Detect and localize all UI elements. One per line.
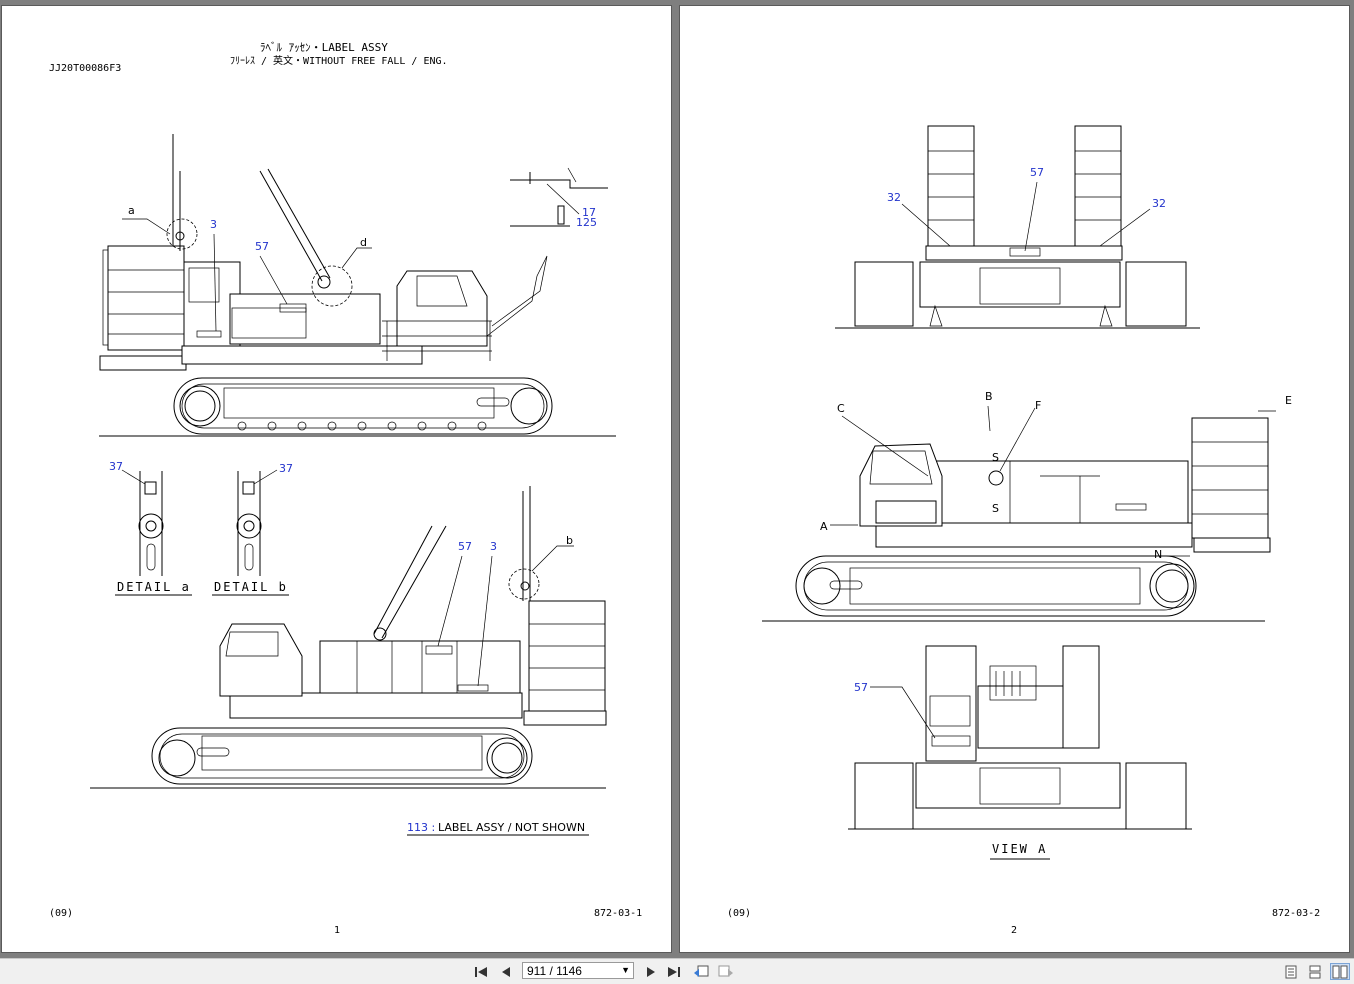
svg-text:32: 32: [887, 191, 901, 204]
svg-text:b: b: [566, 534, 573, 547]
page-indicator: 911 / 1146: [527, 963, 582, 978]
svg-text:C: C: [837, 402, 845, 415]
svg-text:57: 57: [854, 681, 868, 694]
revision-2: (09): [727, 908, 752, 919]
prev-page-icon[interactable]: [497, 963, 515, 980]
svg-text:57: 57: [255, 240, 269, 253]
title-line-2: ﾌﾘｰﾚｽ / 英文・WITHOUT FREE FALL / ENG.: [230, 56, 448, 67]
drawing-code: JJ20T00086F3: [49, 63, 122, 74]
svg-text:F: F: [1035, 399, 1041, 412]
svg-text:57: 57: [1030, 166, 1044, 179]
svg-text:A: A: [820, 520, 828, 533]
svg-text:37: 37: [279, 462, 293, 475]
page-number-2: 2: [1011, 925, 1018, 936]
next-page-icon[interactable]: [642, 963, 660, 980]
continuous-view-icon[interactable]: [1306, 963, 1324, 980]
svg-text:32: 32: [1152, 197, 1166, 210]
svg-text:E: E: [1285, 394, 1292, 407]
page-code-2: 872-03-2: [1272, 908, 1321, 919]
first-page-icon[interactable]: [472, 963, 490, 980]
page-code-1: 872-03-1: [594, 908, 643, 919]
svg-text:S: S: [992, 502, 999, 515]
svg-text:N: N: [1154, 548, 1162, 561]
svg-text:B: B: [985, 390, 993, 403]
back-view-icon[interactable]: [692, 963, 710, 980]
svg-text:3: 3: [490, 540, 497, 553]
svg-text:d: d: [360, 236, 367, 249]
document-page-2: 32 57 32 57 C B F E A N S S VIEW A (09) …: [679, 5, 1350, 953]
svg-text:57: 57: [458, 540, 472, 553]
note-number: 113 :: [407, 821, 436, 834]
page-number-1: 1: [334, 925, 341, 936]
document-page-1: ﾗﾍﾞﾙ ｱｯｾﾝ・LABEL ASSY ﾌﾘｰﾚｽ / 英文・WITHOUT …: [1, 5, 672, 953]
revision-1: (09): [49, 908, 74, 919]
crane-views-drawing-2: 32 57 32 57 C B F E A N S S: [762, 125, 1292, 860]
svg-text:17: 17: [582, 206, 596, 219]
title-line-1: ﾗﾍﾞﾙ ｱｯｾﾝ・LABEL ASSY: [260, 41, 388, 54]
two-page-view-icon[interactable]: [1330, 963, 1350, 980]
svg-text:a: a: [128, 204, 135, 217]
crane-side-drawing-1: 3 57 17 125 37 37 57 3 a d b: [90, 134, 616, 836]
svg-text:125: 125: [576, 216, 597, 229]
svg-text:37: 37: [109, 460, 123, 473]
detail-a-label: DETAIL a: [117, 580, 191, 594]
detail-b-label: DETAIL b: [214, 580, 288, 594]
viewer-toolbar: 911 / 1146 ▼: [0, 958, 1354, 984]
svg-text:3: 3: [210, 218, 217, 231]
forward-view-icon[interactable]: [717, 963, 735, 980]
last-page-icon[interactable]: [665, 963, 683, 980]
single-page-view-icon[interactable]: [1282, 963, 1300, 980]
svg-text:S: S: [992, 451, 999, 464]
note-text: LABEL ASSY / NOT SHOWN: [438, 821, 586, 834]
page-number-input[interactable]: 911 / 1146 ▼: [522, 962, 634, 979]
view-a-label: VIEW A: [992, 842, 1048, 856]
chevron-down-icon[interactable]: ▼: [621, 965, 630, 975]
